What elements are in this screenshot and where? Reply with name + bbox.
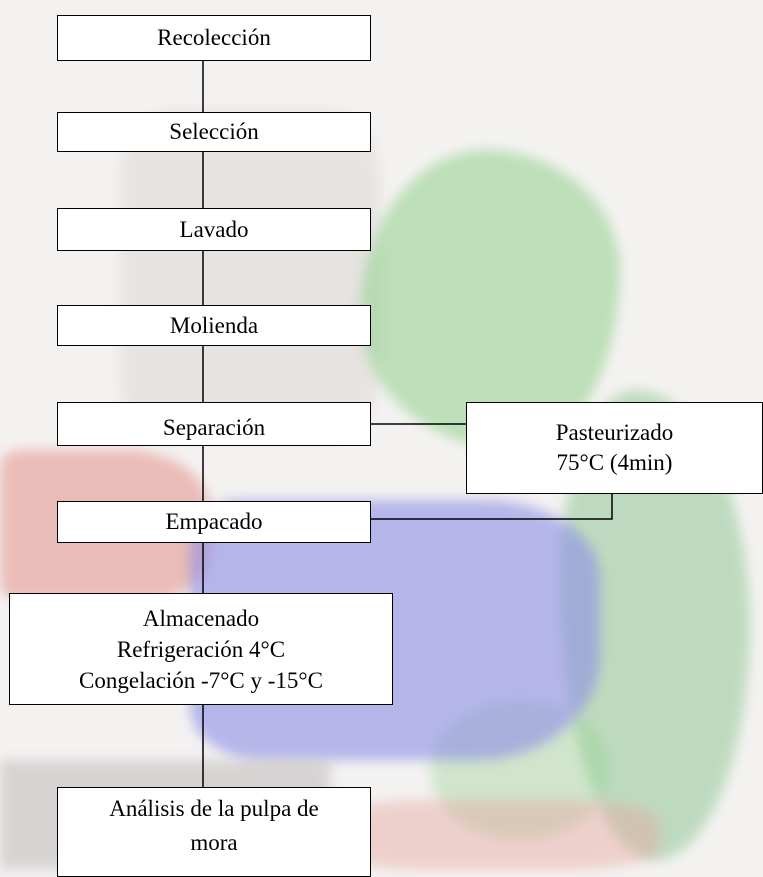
almacenado-line2: Refrigeración 4°C [116, 636, 286, 662]
watermark-shape [120, 110, 380, 440]
connector-pasteurizado-empacado [371, 494, 613, 520]
step-seleccion: Selección [57, 112, 371, 152]
step-recoleccion-label: Recolección [157, 25, 271, 50]
step-molienda: Molienda [57, 305, 371, 346]
step-lavado: Lavado [57, 208, 371, 251]
step-lavado-label: Lavado [179, 216, 249, 242]
step-recoleccion: Recolección [57, 15, 371, 61]
step-molienda-label: Molienda [169, 312, 259, 338]
analisis-line2: mora [190, 830, 238, 855]
watermark-shape [360, 150, 620, 450]
step-almacenado: Almacenado Refrigeración 4°C Congelación… [9, 593, 393, 705]
pasteurizado-line1: Pasteurizado [555, 420, 674, 445]
step-seleccion-label: Selección [169, 119, 259, 144]
step-separacion-label: Separación [162, 415, 266, 440]
analisis-line1: Análisis de la pulpa de [109, 796, 319, 821]
step-empacado-label: Empacado [165, 509, 263, 534]
step-empacado: Empacado [57, 501, 371, 543]
step-separacion: Separación [57, 402, 371, 446]
step-pasteurizado: Pasteurizado 75°C (4min) [466, 402, 763, 494]
almacenado-line3: Congelación -7°C y -15°C [79, 667, 323, 693]
almacenado-line1: Almacenado [142, 605, 260, 631]
watermark-shape [330, 800, 660, 870]
step-analisis: Análisis de la pulpa de mora [57, 787, 371, 877]
pasteurizado-line2: 75°C (4min) [556, 450, 673, 475]
